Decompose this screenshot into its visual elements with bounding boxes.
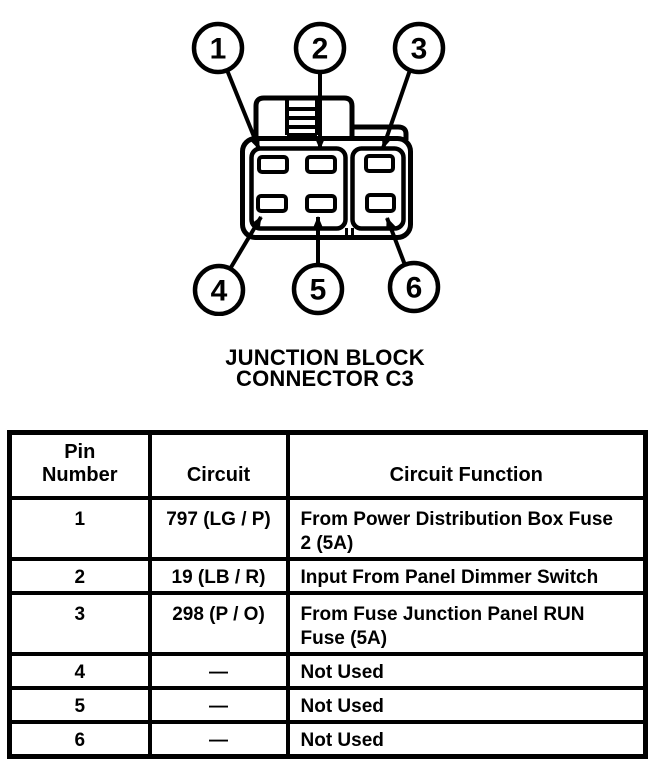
callouts: [191, 21, 446, 317]
circuit-cell: 298 (P / O): [147, 591, 290, 656]
pin-1: [257, 155, 289, 174]
callout-circle-6: [387, 260, 441, 314]
pin-number-cell: 1: [7, 496, 152, 561]
pin-number-cell: 6: [7, 720, 152, 759]
callout-circle-5: [291, 262, 345, 316]
circuit-cell: —: [147, 652, 290, 690]
pinout-table: Pin Number Circuit Circuit Function 1 79…: [7, 430, 648, 759]
callout-number-6: 6: [406, 272, 423, 305]
table-row-pin-6: 6 — Not Used: [7, 720, 648, 759]
circuit-function-cell: Not Used: [285, 720, 648, 759]
table-row-pin-5: 5 — Not Used: [7, 686, 648, 724]
circuit-function-cell: From Fuse Junction Panel RUN Fuse (5A): [285, 591, 648, 656]
pin-number-cell: 5: [7, 686, 152, 724]
header-circuit: Circuit: [147, 430, 290, 500]
table-row-pin-3: 3 298 (P / O) From Fuse Junction Panel R…: [7, 591, 648, 656]
callout-number-1: 1: [210, 33, 227, 66]
circuit-cell: —: [147, 686, 290, 724]
table-row-pin-4: 4 — Not Used: [7, 652, 648, 690]
callout-circle-4: [192, 263, 246, 317]
connector-shell: [240, 136, 413, 240]
circuit-cell: 797 (LG / P): [147, 496, 290, 561]
pin-number-cell: 4: [7, 652, 152, 690]
leader-line-3: [381, 69, 412, 149]
circuit-function-cell: Input From Panel Dimmer Switch: [285, 557, 648, 595]
leader-line-4: [228, 215, 263, 271]
callout-number-2: 2: [312, 33, 329, 66]
pin-5: [305, 194, 337, 213]
leader-line-1: [225, 69, 261, 150]
latch-detail: [285, 100, 319, 137]
pin-6: [365, 193, 396, 213]
right-cavity: [350, 146, 406, 231]
circuit-cell: —: [147, 720, 290, 759]
cavity-divider: [345, 228, 354, 236]
table-row-pin-2: 2 19 (LB / R) Input From Panel Dimmer Sw…: [7, 557, 648, 595]
terminals: [256, 154, 396, 213]
circuit-function-cell: Not Used: [285, 652, 648, 690]
callout-numbers: 1 2 3 4 5 6: [210, 33, 428, 308]
pin-4: [256, 194, 288, 213]
connector-diagram: 1 2 3 4 5 6: [191, 21, 446, 317]
connector-step: [352, 124, 409, 140]
header-circuit-function: Circuit Function: [285, 430, 648, 500]
diagram-caption: JUNCTION BLOCK CONNECTOR C3: [225, 345, 425, 391]
circuit-function-cell: From Power Distribution Box Fuse 2 (5A): [285, 496, 648, 561]
circuit-cell: 19 (LB / R): [147, 557, 290, 595]
pin-number-cell: 3: [7, 591, 152, 656]
callout-circle-2: [293, 21, 347, 75]
pin-number-cell: 2: [7, 557, 152, 595]
pin-3: [364, 154, 395, 173]
table-header-row: Pin Number Circuit Circuit Function: [7, 430, 648, 500]
callout-number-4: 4: [211, 275, 228, 308]
table-row-pin-1: 1 797 (LG / P) From Power Distribution B…: [7, 496, 648, 561]
left-cavity: [249, 146, 348, 231]
circuit-function-cell: Not Used: [285, 686, 648, 724]
callout-circle-1: [191, 21, 245, 75]
leader-lines: [225, 69, 412, 271]
leader-line-6: [385, 217, 407, 266]
callout-number-5: 5: [310, 274, 327, 307]
connector-body: [240, 95, 413, 240]
callout-number-3: 3: [411, 33, 428, 66]
header-pin-number: Pin Number: [7, 430, 152, 500]
callout-circle-3: [392, 21, 446, 75]
connector-tab: [253, 95, 355, 140]
pin-2: [305, 155, 337, 174]
